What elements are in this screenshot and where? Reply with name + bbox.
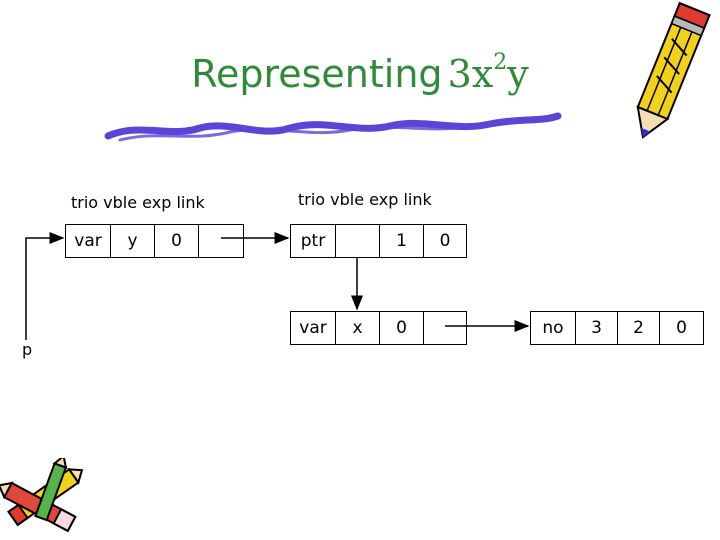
expr-var: y bbox=[507, 52, 529, 96]
title-word: Representing bbox=[191, 52, 443, 96]
title-underline-decoration bbox=[104, 112, 562, 142]
node-a-headers: trio vble exp link bbox=[71, 193, 205, 212]
pencil-icon bbox=[636, 1, 711, 139]
title-expression: 3x2y bbox=[447, 50, 529, 96]
page-title: Representing 3x2y bbox=[0, 50, 720, 96]
node-a-link-cell bbox=[198, 224, 244, 258]
node-c-link-cell bbox=[423, 311, 467, 345]
pointer-p-label: p bbox=[22, 340, 33, 359]
node-d-link-cell: 0 bbox=[659, 311, 704, 345]
expr-exponent: 2 bbox=[493, 50, 508, 76]
node-b-link-cell: 0 bbox=[423, 224, 467, 258]
pointer-p-arrow bbox=[25, 232, 65, 340]
pencils-icon bbox=[0, 458, 84, 533]
expr-base: 3x bbox=[447, 52, 494, 96]
node-b-headers: trio vble exp link bbox=[298, 190, 432, 209]
